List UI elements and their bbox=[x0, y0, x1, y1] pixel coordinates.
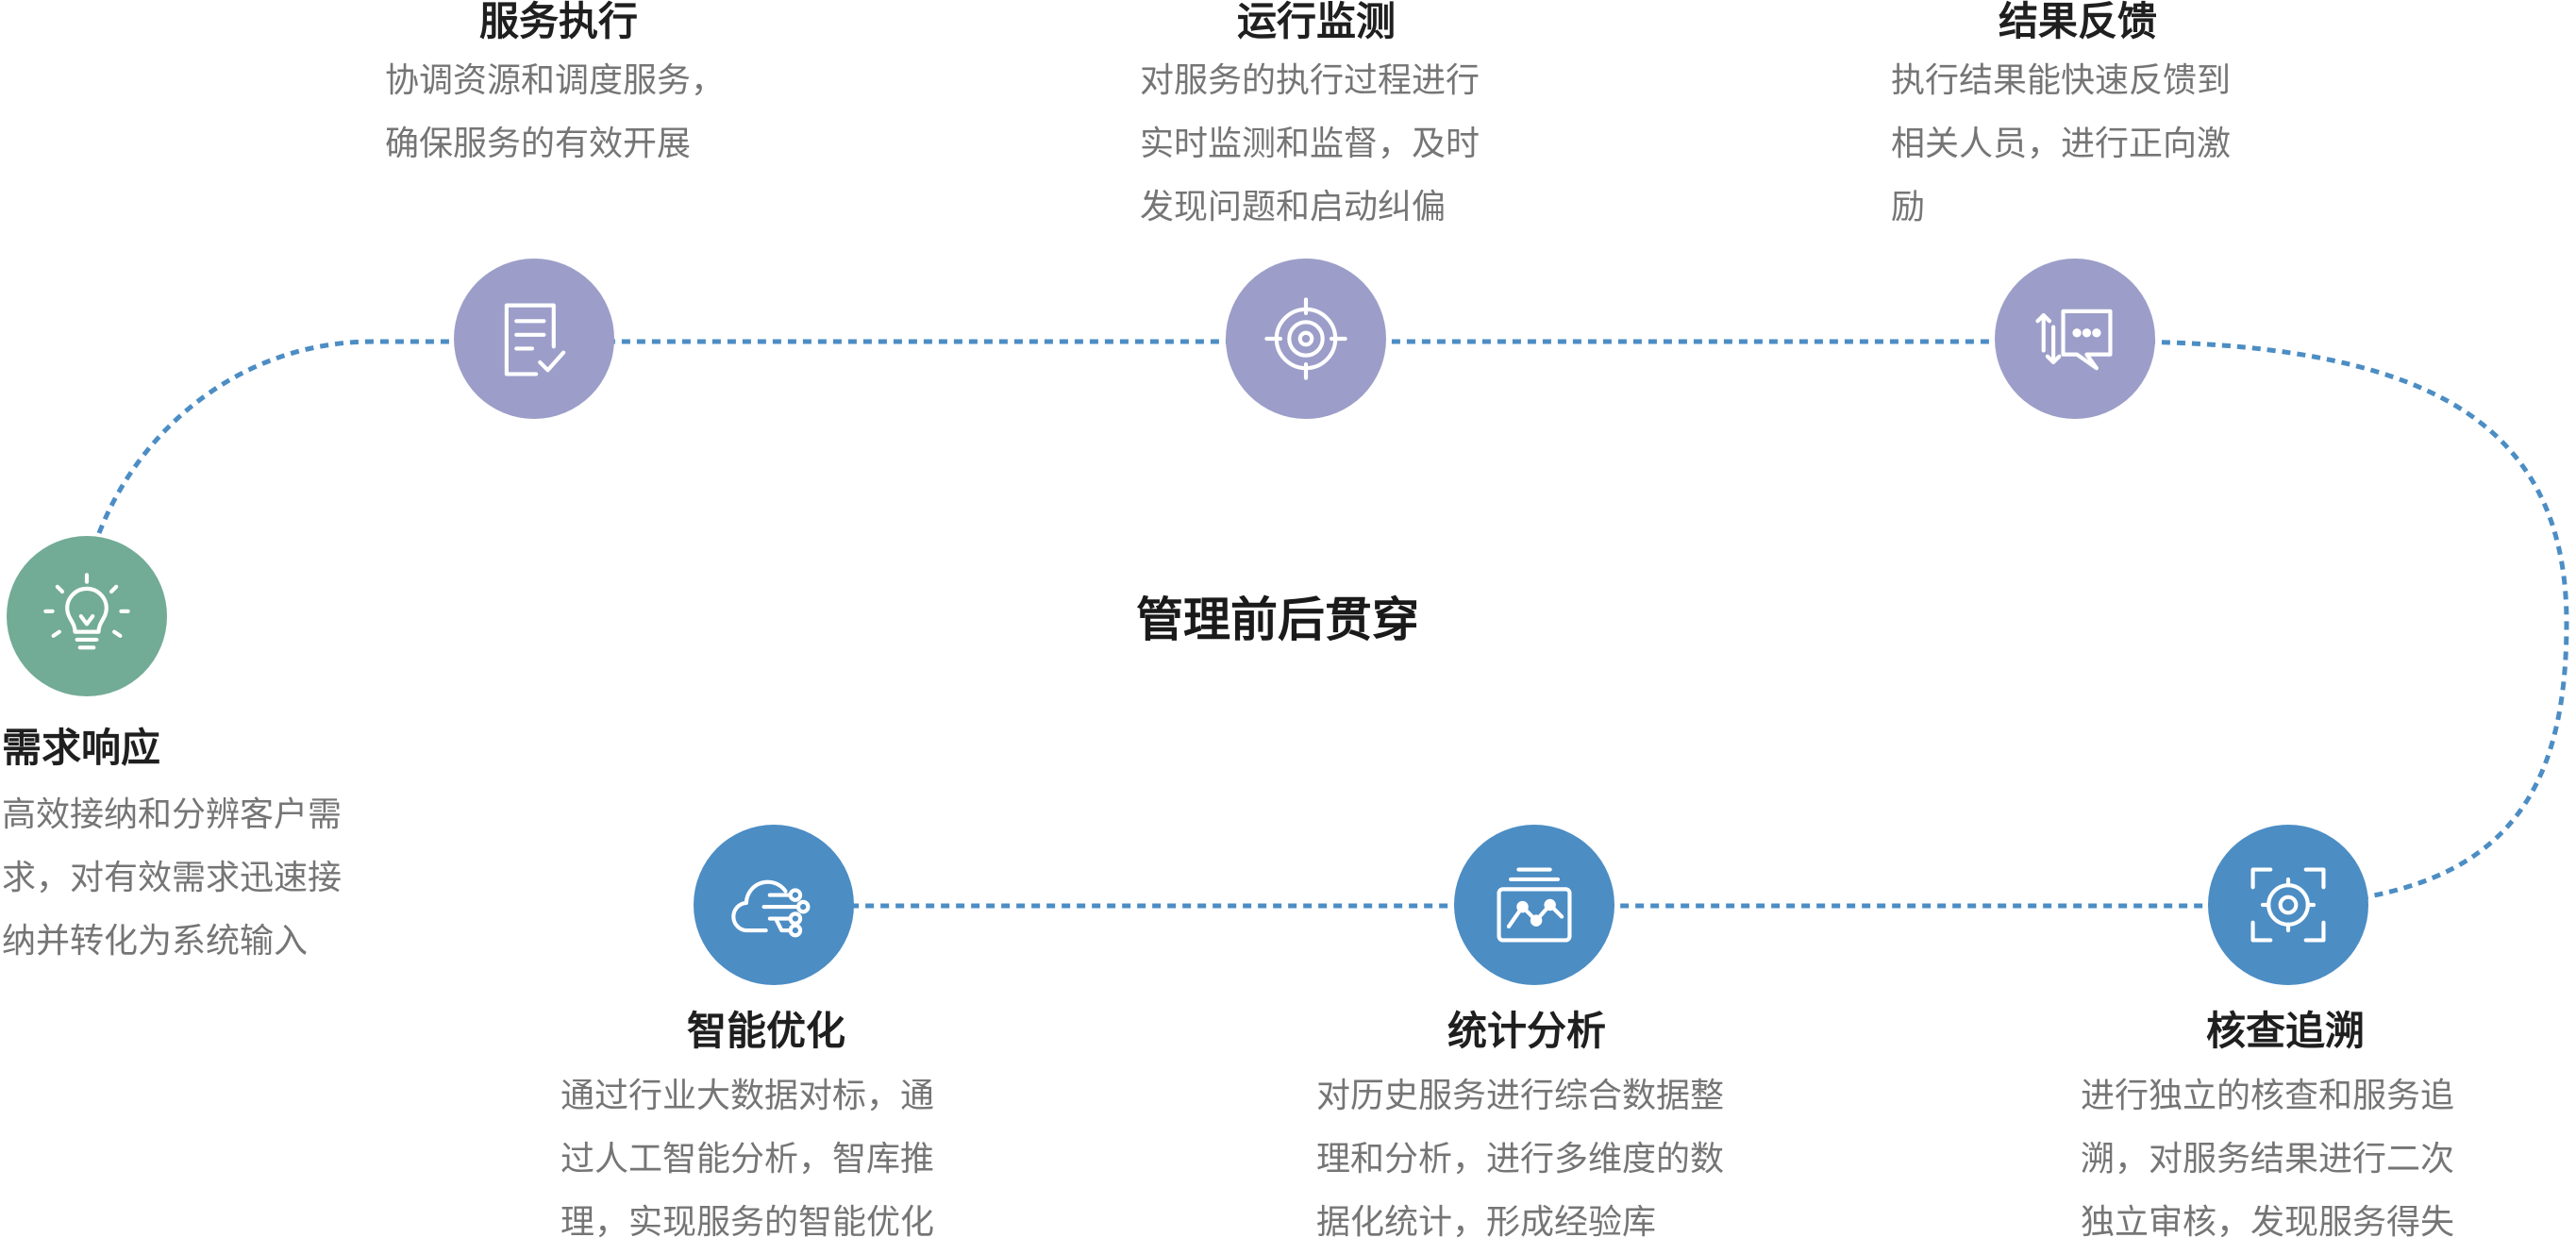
desc-line: 对历史服务进行综合数据整 bbox=[1316, 1077, 1725, 1115]
desc-line: 通过行业大数据对标，通 bbox=[560, 1077, 935, 1115]
desc-line: 独立审核，发现服务得失 bbox=[2081, 1203, 2455, 1242]
step-title-intelligent-optimization: 智能优化 bbox=[687, 1008, 846, 1054]
desc-line: 实时监测和监督，及时 bbox=[1140, 125, 1480, 163]
step-node-statistical-analysis bbox=[1454, 825, 1614, 985]
step-title-service-execution: 服务执行 bbox=[479, 0, 639, 44]
step-title-operation-monitoring: 运行监测 bbox=[1237, 0, 1397, 44]
desc-line: 发现问题和启动纠偏 bbox=[1140, 188, 1447, 226]
step-desc-operation-monitoring: 对服务的执行过程进行 实时监测和监督，及时 发现问题和启动纠偏 bbox=[1140, 49, 1480, 239]
step-title-statistical-analysis: 统计分析 bbox=[1447, 1008, 1607, 1054]
step-desc-demand-response: 高效接纳和分辨客户需 求，对有效需求迅速接 纳并转化为系统输入 bbox=[2, 783, 342, 973]
desc-line: 纳并转化为系统输入 bbox=[2, 922, 309, 961]
desc-line: 协调资源和调度服务， bbox=[385, 61, 726, 100]
center-title: 管理前后贯穿 bbox=[1136, 593, 1419, 647]
step-node-demand-response bbox=[7, 536, 167, 696]
step-title-result-feedback: 结果反馈 bbox=[1999, 0, 2158, 44]
step-node-verification-trace bbox=[2208, 825, 2368, 985]
lightbulb-icon bbox=[43, 573, 130, 650]
step-desc-service-execution: 协调资源和调度服务， 确保服务的有效开展 bbox=[385, 49, 725, 176]
desc-line: 过人工智能分析，智库推 bbox=[560, 1140, 935, 1179]
desc-line: 溯，对服务结果进行二次 bbox=[2081, 1140, 2455, 1179]
focus-scan-icon bbox=[2250, 867, 2326, 943]
step-node-service-execution bbox=[454, 259, 614, 419]
desc-line: 执行结果能快速反馈到 bbox=[1891, 61, 2232, 100]
step-title-verification-trace: 核查追溯 bbox=[2206, 1008, 2366, 1054]
step-node-result-feedback bbox=[1995, 259, 2155, 419]
desc-line: 理和分析，进行多维度的数 bbox=[1316, 1140, 1725, 1179]
checklist-document-icon bbox=[504, 303, 566, 376]
desc-line: 求，对有效需求迅速接 bbox=[2, 859, 343, 897]
step-desc-verification-trace: 进行独立的核查和服务追 溯，对服务结果进行二次 独立审核，发现服务得失 bbox=[2081, 1064, 2454, 1254]
desc-line: 励 bbox=[1891, 188, 1926, 226]
desc-line: 相关人员，进行正向激 bbox=[1891, 125, 2232, 163]
step-title-demand-response: 需求响应 bbox=[2, 725, 161, 771]
step-node-operation-monitoring bbox=[1226, 259, 1386, 419]
step-node-intelligent-optimization bbox=[694, 825, 854, 985]
desc-line: 确保服务的有效开展 bbox=[385, 125, 692, 163]
step-desc-statistical-analysis: 对历史服务进行综合数据整 理和分析，进行多维度的数 据化统计，形成经验库 bbox=[1316, 1064, 1724, 1254]
desc-line: 对服务的执行过程进行 bbox=[1140, 61, 1480, 100]
step-desc-intelligent-optimization: 通过行业大数据对标，通 过人工智能分析，智库推 理，实现服务的智能优化 bbox=[560, 1064, 934, 1254]
desc-line: 高效接纳和分辨客户需 bbox=[2, 795, 343, 834]
desc-line: 据化统计，形成经验库 bbox=[1316, 1203, 1657, 1242]
desc-line: 理，实现服务的智能优化 bbox=[560, 1203, 935, 1242]
step-desc-result-feedback: 执行结果能快速反馈到 相关人员，进行正向激 励 bbox=[1891, 49, 2231, 239]
cloud-network-icon bbox=[731, 879, 811, 938]
analytics-chart-icon bbox=[1497, 867, 1572, 943]
feedback-chat-icon bbox=[2035, 309, 2113, 371]
desc-line: 进行独立的核查和服务追 bbox=[2081, 1077, 2455, 1115]
target-crosshair-icon bbox=[1264, 297, 1347, 380]
